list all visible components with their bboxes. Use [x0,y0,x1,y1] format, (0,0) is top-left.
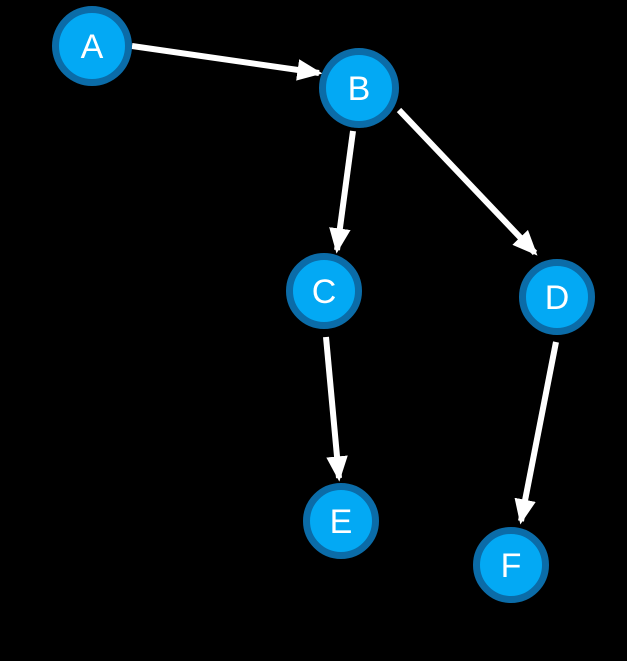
node-f[interactable]: F [473,527,549,603]
node-circle[interactable] [286,253,362,329]
node-circle[interactable] [519,259,595,335]
edge-a-to-b[interactable] [131,43,323,81]
edges-layer [131,43,559,525]
node-a[interactable]: A [52,6,132,86]
node-d[interactable]: D [519,259,595,335]
node-circle[interactable] [319,48,399,128]
edge-b-to-c[interactable] [329,130,356,254]
node-e[interactable]: E [303,483,379,559]
edge-b-to-d[interactable] [396,107,538,256]
node-circle[interactable] [473,527,549,603]
node-circle[interactable] [52,6,132,86]
nodes-layer: A B C D E F [52,6,595,603]
node-b[interactable]: B [319,48,399,128]
node-c[interactable]: C [286,253,362,329]
edge-c-to-e[interactable] [323,336,348,482]
node-circle[interactable] [303,483,379,559]
edge-d-to-f[interactable] [514,341,559,525]
